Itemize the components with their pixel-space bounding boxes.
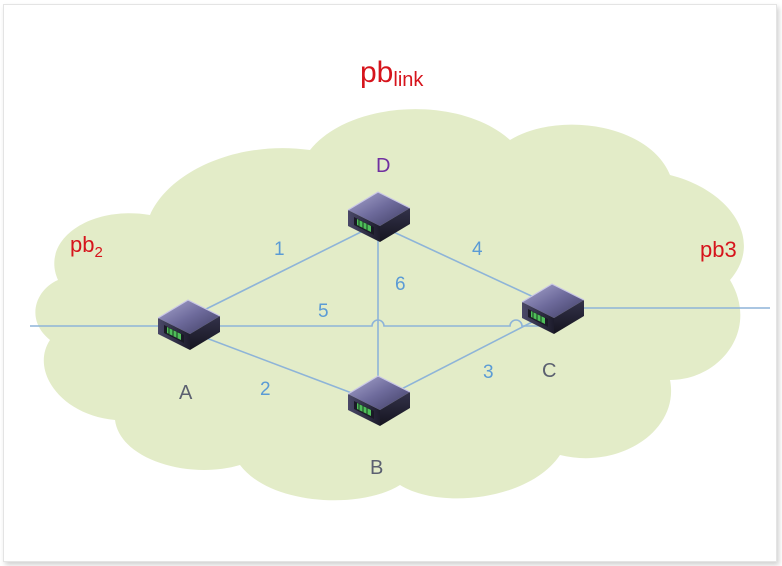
link-label-3: 3 <box>483 362 494 383</box>
link-label-5: 5 <box>318 301 329 322</box>
diagram-title: pblink <box>360 56 424 91</box>
left-label-sub: 2 <box>94 244 102 261</box>
link-label-6: 6 <box>395 274 406 295</box>
node-label-d: D <box>376 155 390 177</box>
node-label-c: C <box>542 360 556 382</box>
link-4-d-c <box>384 227 541 301</box>
link-2-a-b <box>184 329 366 399</box>
node-label-b: B <box>370 457 383 479</box>
left-network-label: pb2 <box>70 232 103 261</box>
title-main: pb <box>360 56 393 89</box>
link-3-b-c <box>379 317 541 401</box>
link-5-a-c <box>185 319 545 327</box>
node-label-a: A <box>179 382 193 404</box>
network-cloud <box>35 109 744 501</box>
link-label-4: 4 <box>472 239 483 260</box>
link-1-a-d <box>179 224 376 323</box>
link-label-2: 2 <box>260 379 271 400</box>
title-sub: link <box>393 69 424 91</box>
links-layer <box>30 224 770 401</box>
right-network-label: pb3 <box>700 237 737 262</box>
link-label-1: 1 <box>274 239 285 260</box>
left-label-main: pb <box>70 232 94 257</box>
